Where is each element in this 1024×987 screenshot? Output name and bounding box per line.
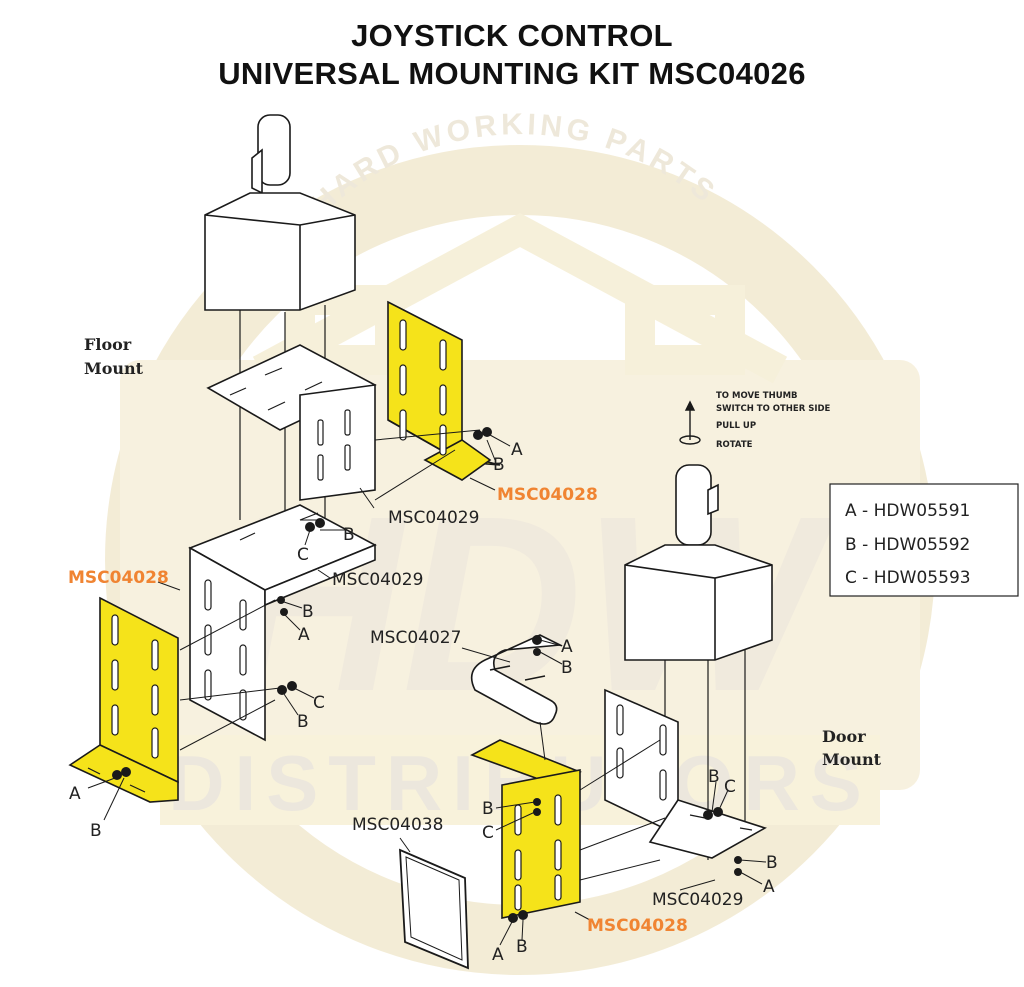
- floor-upper-plate: [206, 344, 377, 501]
- hw-letter-a: A: [763, 877, 775, 897]
- legend-item-b: B - HDW05592: [845, 535, 970, 555]
- rotate-indicator: [679, 400, 701, 445]
- leader-lines: [87, 434, 767, 946]
- door-assembly-lines: [539, 721, 666, 881]
- floor-upper-yellow-bracket: [387, 300, 501, 481]
- door-mount-label-line2: Mount: [822, 750, 882, 769]
- hw-letter-a: A: [511, 440, 523, 460]
- fasteners: [112, 427, 742, 923]
- hw-letter-b: B: [297, 712, 309, 732]
- hw-letter-b: B: [561, 658, 573, 678]
- door-pad-msc04038: [399, 848, 469, 970]
- hw-letter-a: A: [298, 625, 310, 645]
- floor-joystick: [204, 114, 356, 540]
- section-labels: Floor Mount Door Mount: [84, 335, 882, 769]
- door-joystick-handle: [675, 464, 712, 546]
- callout-msc04028-floor-lower: MSC04028: [68, 568, 169, 588]
- legend-item-a: A - HDW05591: [845, 501, 970, 521]
- instruction-note: TO MOVE THUMB SWITCH TO OTHER SIDE PULL …: [716, 391, 831, 450]
- callout-msc04028-door: MSC04028: [587, 916, 688, 936]
- hw-letter-c: C: [297, 545, 309, 565]
- hw-letter-b: B: [516, 937, 528, 957]
- floor-mount-label-line1: Floor: [84, 335, 132, 354]
- door-mount-label-line1: Door: [822, 727, 866, 746]
- instruction-line1: TO MOVE THUMB: [716, 391, 798, 401]
- floor-assembly-lines: [179, 429, 481, 751]
- hw-letter-b: B: [708, 767, 720, 787]
- door-yellow-bracket: [470, 739, 582, 919]
- hardware-legend: A - HDW05591 B - HDW05592 C - HDW05593: [829, 483, 1019, 597]
- callout-msc04038: MSC04038: [352, 815, 443, 835]
- joystick-thumb-switch: [251, 148, 263, 195]
- hw-letter-b: B: [766, 853, 778, 873]
- instruction-line2: SWITCH TO OTHER SIDE: [716, 404, 831, 414]
- callout-msc04028-floor-upper: MSC04028: [497, 485, 598, 505]
- hw-letter-c: C: [724, 777, 736, 797]
- callout-msc04027: MSC04027: [370, 628, 461, 648]
- watermark-house: [252, 212, 788, 384]
- hw-letter-c: C: [313, 693, 325, 713]
- fastener-a: [473, 430, 483, 440]
- hw-letter-a: A: [69, 784, 81, 804]
- callout-msc04029-door: MSC04029: [652, 890, 743, 910]
- legend-item-c: C - HDW05593: [845, 568, 971, 588]
- hw-letter-b: B: [493, 455, 505, 475]
- hw-letter-c: C: [482, 823, 494, 843]
- door-rear-bracket: [604, 688, 767, 859]
- joystick-handle: [257, 114, 291, 186]
- hw-letter-b: B: [343, 525, 355, 545]
- title-line-1: JOYSTICK CONTROL: [351, 18, 673, 53]
- hw-letter-b: B: [302, 602, 314, 622]
- hardware-letters: A B B C B A C B A B A B B C B C B A A B: [69, 440, 778, 965]
- callout-msc04029-floor-middle: MSC04029: [332, 570, 423, 590]
- floor-mount-label-line2: Mount: [84, 359, 144, 378]
- hw-letter-b: B: [482, 799, 494, 819]
- callout-msc04029-floor-upper: MSC04029: [388, 508, 479, 528]
- door-joystick: [624, 464, 773, 860]
- hw-letter-a: A: [561, 637, 573, 657]
- part-callouts: MSC04028 MSC04029 MSC04029 MSC04028 MSC0…: [68, 485, 743, 936]
- floor-lower-yellow-bracket: [68, 596, 179, 803]
- title-line-2: UNIVERSAL MOUNTING KIT MSC04026: [218, 56, 806, 91]
- legend-box: [829, 483, 1019, 597]
- instruction-line3: PULL UP: [716, 421, 756, 431]
- instruction-line4: ROTATE: [716, 440, 753, 450]
- hw-letter-a: A: [492, 945, 504, 965]
- hw-letter-b: B: [90, 821, 102, 841]
